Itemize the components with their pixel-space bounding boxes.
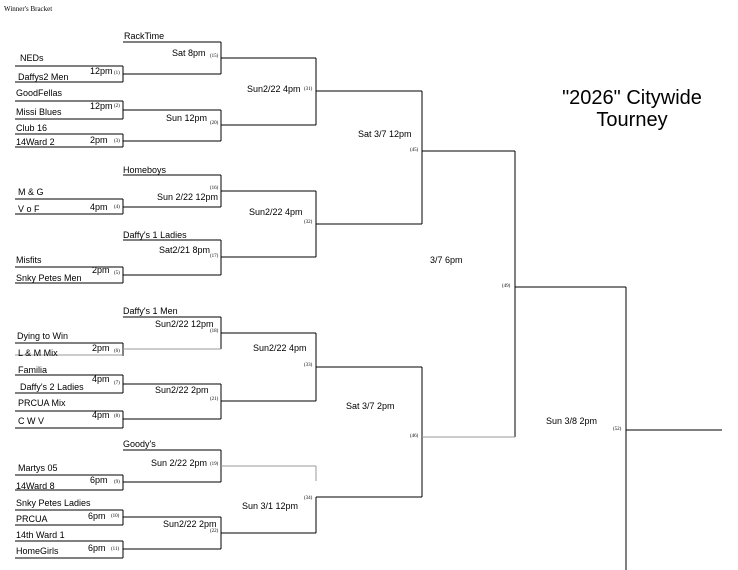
team-snky-petes-men: Snky Petes Men: [16, 273, 82, 283]
team-prcua-mix: PRCUA Mix: [18, 398, 66, 408]
game-number: (33): [304, 363, 313, 368]
game-number: (20): [210, 121, 219, 126]
team-daffys-1-ladies: Daffy's 1 Ladies: [123, 230, 187, 240]
game-time: Sun 3/8 2pm: [546, 416, 598, 426]
game-time: Sun2/22 2pm: [155, 385, 209, 395]
team-14th-ward-1: 14th Ward 1: [16, 530, 65, 540]
team-familia: Familia: [18, 365, 48, 375]
team-club-16: Club 16: [16, 123, 48, 133]
title-line-2: Tourney: [596, 109, 668, 131]
game-time: Sun2/22 4pm: [247, 84, 301, 94]
game-number: (31): [304, 87, 313, 92]
team-racktime: RackTime: [124, 31, 165, 41]
game-number: (8): [114, 414, 120, 419]
team-missi-blues: Missi Blues: [16, 107, 62, 117]
bracket-header: Winner's Bracket: [4, 5, 53, 13]
game-number: (34): [304, 496, 313, 501]
game-time: 4pm: [90, 202, 108, 212]
team-c-w-v: C W V: [18, 416, 44, 426]
game-number: (5): [114, 271, 120, 276]
game-time: 2pm: [92, 343, 110, 353]
game-time: Sun2/22 4pm: [249, 207, 303, 217]
game-number: (18): [210, 329, 219, 334]
game-number: (22): [210, 529, 219, 534]
game-number: (21): [210, 397, 219, 402]
game-number: (15): [210, 54, 219, 59]
team-14ward-2: 14Ward 2: [16, 137, 55, 147]
game-time: Sat 3/7 12pm: [358, 129, 412, 139]
game-number: (17): [210, 254, 219, 259]
game-number: (52): [613, 427, 622, 432]
team-prcua: PRCUA: [16, 514, 48, 524]
game-time: Sat2/21 8pm: [159, 245, 211, 255]
tourney-title: "2026" Citywide Tourney: [548, 87, 716, 131]
team-v-o-f: V o F: [18, 204, 40, 214]
game-number: (19): [210, 462, 219, 467]
team-dying-to-win: Dying to Win: [17, 331, 69, 341]
game-time: Sun2/22 2pm: [163, 519, 217, 529]
game-time: Sun2/22 4pm: [253, 343, 307, 353]
game-number: (49): [502, 284, 511, 289]
game-time: Sun 2/22 12pm: [157, 192, 219, 202]
team-snky-petes-ladies: Snky Petes Ladies: [16, 498, 91, 508]
team-daffys2-men: Daffys2 Men: [18, 72, 69, 82]
team-misfits: Misfits: [16, 255, 42, 265]
game-number: (32): [304, 220, 313, 225]
game-number: (45): [410, 148, 419, 153]
game-time: 4pm: [92, 374, 110, 384]
title-line-1: "2026" Citywide: [562, 87, 702, 109]
team-homeboys: Homeboys: [123, 165, 167, 175]
game-number: (7): [114, 381, 120, 386]
game-time: 12pm: [90, 101, 113, 111]
team-daffys-1-men: Daffy's 1 Men: [123, 306, 178, 316]
game-time: Sat 8pm: [172, 48, 206, 58]
game-number: (2): [114, 104, 120, 109]
team-14ward-8: 14Ward 8: [16, 481, 55, 491]
team-goodfellas: GoodFellas: [16, 88, 63, 98]
game-time: Sun 2/22 2pm: [151, 458, 208, 468]
game-number: (16): [210, 186, 219, 191]
game-time: Sun2/22 12pm: [155, 319, 214, 329]
team-goodys: Goody's: [123, 439, 156, 449]
game-number: (10): [111, 514, 120, 519]
game-time: 6pm: [88, 511, 106, 521]
game-number: (3): [114, 139, 120, 144]
game-time: 2pm: [92, 265, 110, 275]
game-time: Sun 12pm: [166, 113, 208, 123]
game-number: (11): [111, 547, 120, 552]
game-time: 6pm: [88, 543, 106, 553]
game-number: (6): [114, 349, 120, 354]
game-time: Sat 3/7 2pm: [346, 401, 395, 411]
team-neds: NEDs: [20, 53, 44, 63]
game-time: 12pm: [90, 66, 113, 76]
team-homegirls: HomeGirls: [16, 546, 59, 556]
game-number: (1): [114, 71, 120, 76]
team-martys-05: Martys 05: [18, 463, 58, 473]
team-m-and-g: M & G: [18, 187, 44, 197]
team-l-and-m-mix: L & M Mix: [18, 348, 58, 358]
game-time: 6pm: [90, 475, 108, 485]
game-time: 2pm: [90, 135, 108, 145]
game-time: 3/7 6pm: [430, 255, 463, 265]
team-daffys-2-ladies: Daffy's 2 Ladies: [20, 382, 84, 392]
game-time: Sun 3/1 12pm: [242, 501, 299, 511]
game-number: (9): [114, 480, 120, 485]
game-number: (4): [114, 205, 120, 210]
game-number: (46): [410, 434, 419, 439]
game-time: 4pm: [92, 410, 110, 420]
